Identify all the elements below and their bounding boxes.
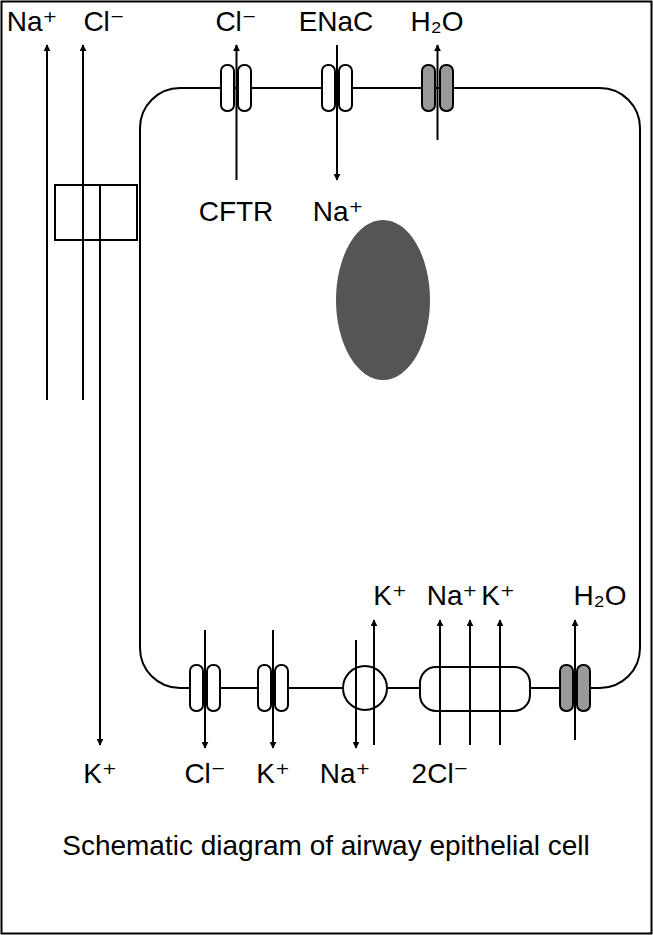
ion-label: Na⁺ — [427, 581, 478, 612]
ion-label: K⁺ — [256, 759, 289, 790]
ion-label: K⁺ — [83, 759, 116, 790]
ion-label: Na⁺ — [313, 197, 364, 228]
caption: Schematic diagram of airway epithelial c… — [46, 826, 606, 865]
ion-label: 2Cl⁻ — [412, 759, 469, 790]
ion-label: K⁺ — [373, 581, 406, 612]
ion-label: Cl⁻ — [184, 759, 225, 790]
ion-label: Na⁺ — [7, 7, 58, 38]
ion-label: H₂O — [574, 581, 627, 612]
ion-label: K⁺ — [481, 581, 514, 612]
ion-label: Na⁺ — [320, 759, 371, 790]
ion-label: ENaC — [299, 7, 374, 38]
ion-label: Cl⁻ — [215, 7, 256, 38]
ion-label: H₂O — [411, 7, 464, 38]
ion-label: Cl⁻ — [83, 7, 124, 38]
ion-label: CFTR — [199, 197, 274, 228]
